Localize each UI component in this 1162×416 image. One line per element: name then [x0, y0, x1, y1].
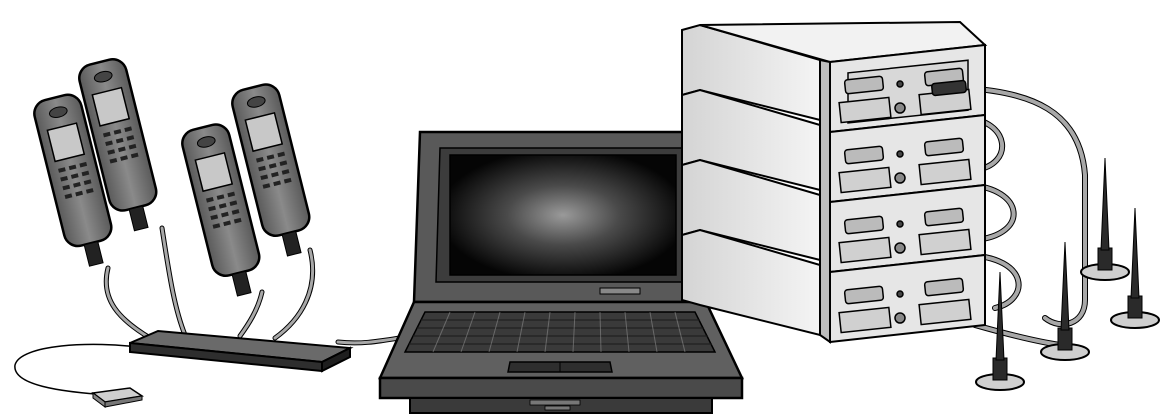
antenna-icon — [1081, 158, 1129, 280]
instrument-rack — [682, 22, 985, 342]
laptop-keyboard — [405, 312, 715, 352]
rack-cable — [975, 325, 1060, 345]
sensor-pad — [93, 388, 142, 407]
phone-cable — [106, 268, 150, 338]
sensor-cable — [15, 344, 145, 395]
mobile-phones — [31, 56, 317, 300]
laptop-screen — [450, 155, 676, 275]
phone-cable — [275, 250, 313, 338]
